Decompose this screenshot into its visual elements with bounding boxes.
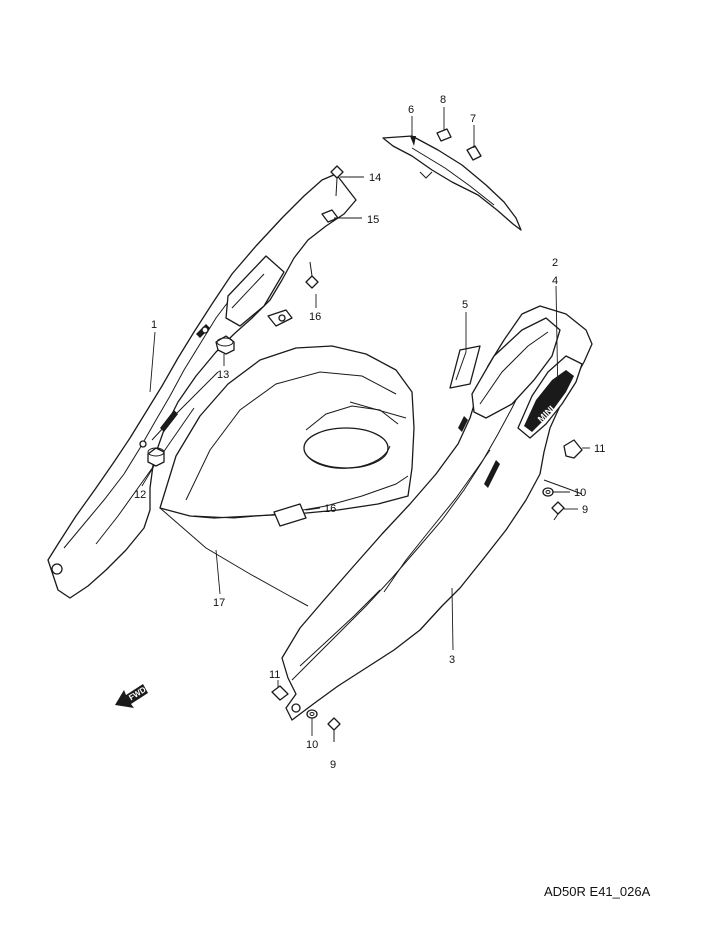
- part-16-screw-upper: [305, 261, 319, 289]
- part-10-washer-right: [542, 487, 554, 497]
- callout-16-lower: 16: [324, 503, 336, 515]
- callout-2: 2: [552, 257, 558, 269]
- callout-9-right: 9: [582, 504, 588, 516]
- callout-6: 6: [408, 104, 414, 116]
- callout-17: 17: [213, 597, 225, 609]
- leader-lines: [141, 107, 590, 736]
- callout-5: 5: [462, 299, 468, 311]
- callout-10-lower: 10: [306, 739, 318, 751]
- part-9-screw-lower: [327, 717, 341, 742]
- callout-9-lower: 9: [330, 759, 336, 771]
- callout-10-right: 10: [574, 487, 586, 499]
- callout-11-right: 11: [594, 443, 605, 455]
- fwd-arrow-icon: FWD: [115, 684, 148, 708]
- callout-13: 13: [217, 369, 229, 381]
- part-12-grommet: [147, 447, 165, 467]
- part-6-rear-upper-cover: [382, 135, 522, 231]
- part-13-grommet: [215, 335, 235, 355]
- callout-16-upper: 16: [309, 311, 321, 323]
- callout-7: 7: [470, 113, 476, 125]
- callouts: 1 2 4 3 5 6 7 8 14 15 16 13 12 16 17 11 …: [134, 94, 605, 771]
- callout-14: 14: [369, 172, 381, 184]
- callout-4: 4: [552, 275, 558, 287]
- part-14-screw: [330, 165, 344, 197]
- part-10-washer-lower: [306, 709, 318, 719]
- part-7-clip: [466, 145, 482, 161]
- part-11-clip-right: [563, 439, 583, 459]
- callout-15: 15: [367, 214, 379, 226]
- callout-8: 8: [440, 94, 446, 106]
- part-5-emblem: [449, 345, 481, 389]
- callout-11-lower: 11: [269, 669, 280, 681]
- callout-3: 3: [449, 654, 455, 666]
- diagram-code: AD50R E41_026A: [544, 884, 651, 899]
- part-9-screw-right: [551, 501, 565, 521]
- part-16-pad-lower: [273, 503, 307, 527]
- part-1-left-frame-cover: [47, 173, 357, 599]
- part-17-helmet-box: [159, 345, 415, 607]
- part-11-clip-lower: [271, 685, 289, 701]
- callout-12: 12: [134, 489, 146, 501]
- part-8-nut: [436, 128, 452, 142]
- callout-1: 1: [151, 319, 157, 331]
- part-3-right-side-cover: MINI: [281, 305, 593, 721]
